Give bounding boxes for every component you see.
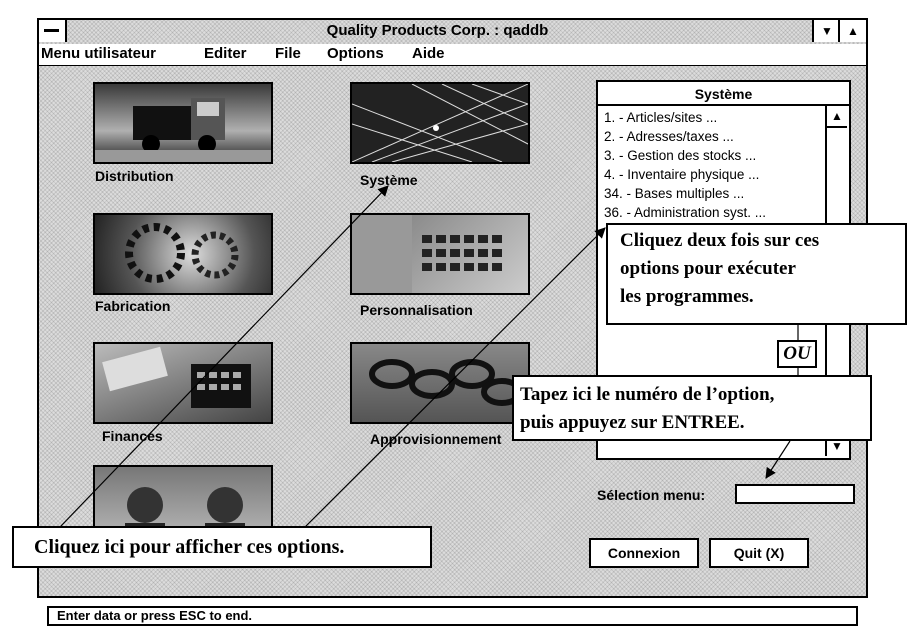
finances-module-icon[interactable] xyxy=(93,342,273,424)
menu-options[interactable]: Options xyxy=(327,45,384,62)
option-list: 1. - Articles/sites ... 2. - Adresses/ta… xyxy=(604,108,824,222)
network-rays-icon xyxy=(352,84,528,162)
click-here-callout: Cliquez ici pour afficher ces options. xyxy=(12,526,432,568)
distribution-module-icon[interactable] xyxy=(93,82,273,164)
callout-line: les programmes. xyxy=(620,286,754,307)
selection-menu-input[interactable] xyxy=(735,484,855,504)
quit-button[interactable]: Quit (X) xyxy=(709,538,809,568)
finances-label[interactable]: Finances xyxy=(102,428,163,444)
callout-line: options pour exécuter xyxy=(620,258,796,279)
list-item[interactable]: 3. - Gestion des stocks ... xyxy=(604,148,757,163)
list-item[interactable]: 36. - Administration syst. ... xyxy=(604,205,767,220)
truck-icon xyxy=(95,98,271,162)
distribution-label[interactable]: Distribution xyxy=(95,168,174,184)
maximize-button[interactable]: ▲ xyxy=(838,20,866,42)
personnalisation-label[interactable]: Personnalisation xyxy=(360,302,473,318)
approvisionnement-module-icon[interactable] xyxy=(350,342,530,424)
callout-line: Cliquez deux fois sur ces xyxy=(620,230,820,251)
connexion-button[interactable]: Connexion xyxy=(589,538,699,568)
panel-title: Système xyxy=(598,84,849,106)
main-content: Distribution Système Fabrication xyxy=(39,65,866,626)
gears-icon xyxy=(125,223,239,283)
personnalisation-module-icon[interactable] xyxy=(350,213,530,295)
approvisionnement-label[interactable]: Approvisionnement xyxy=(370,431,502,447)
menu-aide[interactable]: Aide xyxy=(412,45,445,62)
triangle-up-icon: ▲ xyxy=(831,109,843,123)
type-number-callout: Tapez ici le numéro de l’option, puis ap… xyxy=(512,375,872,441)
triangle-down-icon: ▼ xyxy=(821,24,833,38)
ou-callout: OU xyxy=(777,340,817,368)
scroll-up-button[interactable]: ▲ xyxy=(827,106,847,128)
callout-line: puis appuyez sur ENTREE. xyxy=(520,412,745,433)
callout-line: Tapez ici le numéro de l’option, xyxy=(520,384,775,405)
minimize-button[interactable]: ▼ xyxy=(812,20,840,42)
selection-menu-label: Sélection menu: xyxy=(597,487,706,503)
title-bar: Quality Products Corp. : qaddb ▼ ▲ xyxy=(39,20,866,46)
menu-file[interactable]: File xyxy=(275,45,301,62)
triangle-up-icon: ▲ xyxy=(847,24,859,38)
systeme-label[interactable]: Système xyxy=(360,172,418,188)
system-menu-button[interactable] xyxy=(39,20,67,42)
list-item[interactable]: 34. - Bases multiples ... xyxy=(604,186,745,201)
list-item[interactable]: 4. - Inventaire physique ... xyxy=(604,167,760,182)
menu-bar: Menu utilisateur Editer File Options Aid… xyxy=(39,44,866,66)
systeme-module-icon[interactable] xyxy=(350,82,530,164)
triangle-down-icon: ▼ xyxy=(831,439,843,453)
chain-links-icon xyxy=(369,359,523,406)
menu-utilisateur[interactable]: Menu utilisateur xyxy=(41,45,157,62)
calculator-icon xyxy=(102,346,251,408)
list-item[interactable]: 1. - Articles/sites ... xyxy=(604,110,718,125)
menu-editer[interactable]: Editer xyxy=(204,45,247,62)
keyboard-icon xyxy=(352,215,502,293)
fabrication-module-icon[interactable] xyxy=(93,213,273,295)
status-bar: Enter data or press ESC to end. xyxy=(47,606,858,626)
fabrication-label[interactable]: Fabrication xyxy=(95,298,171,314)
window-title: Quality Products Corp. : qaddb xyxy=(326,22,549,39)
list-item[interactable]: 2. - Adresses/taxes ... xyxy=(604,129,734,144)
double-click-callout: Cliquez deux fois sur ces options pour e… xyxy=(606,223,907,325)
